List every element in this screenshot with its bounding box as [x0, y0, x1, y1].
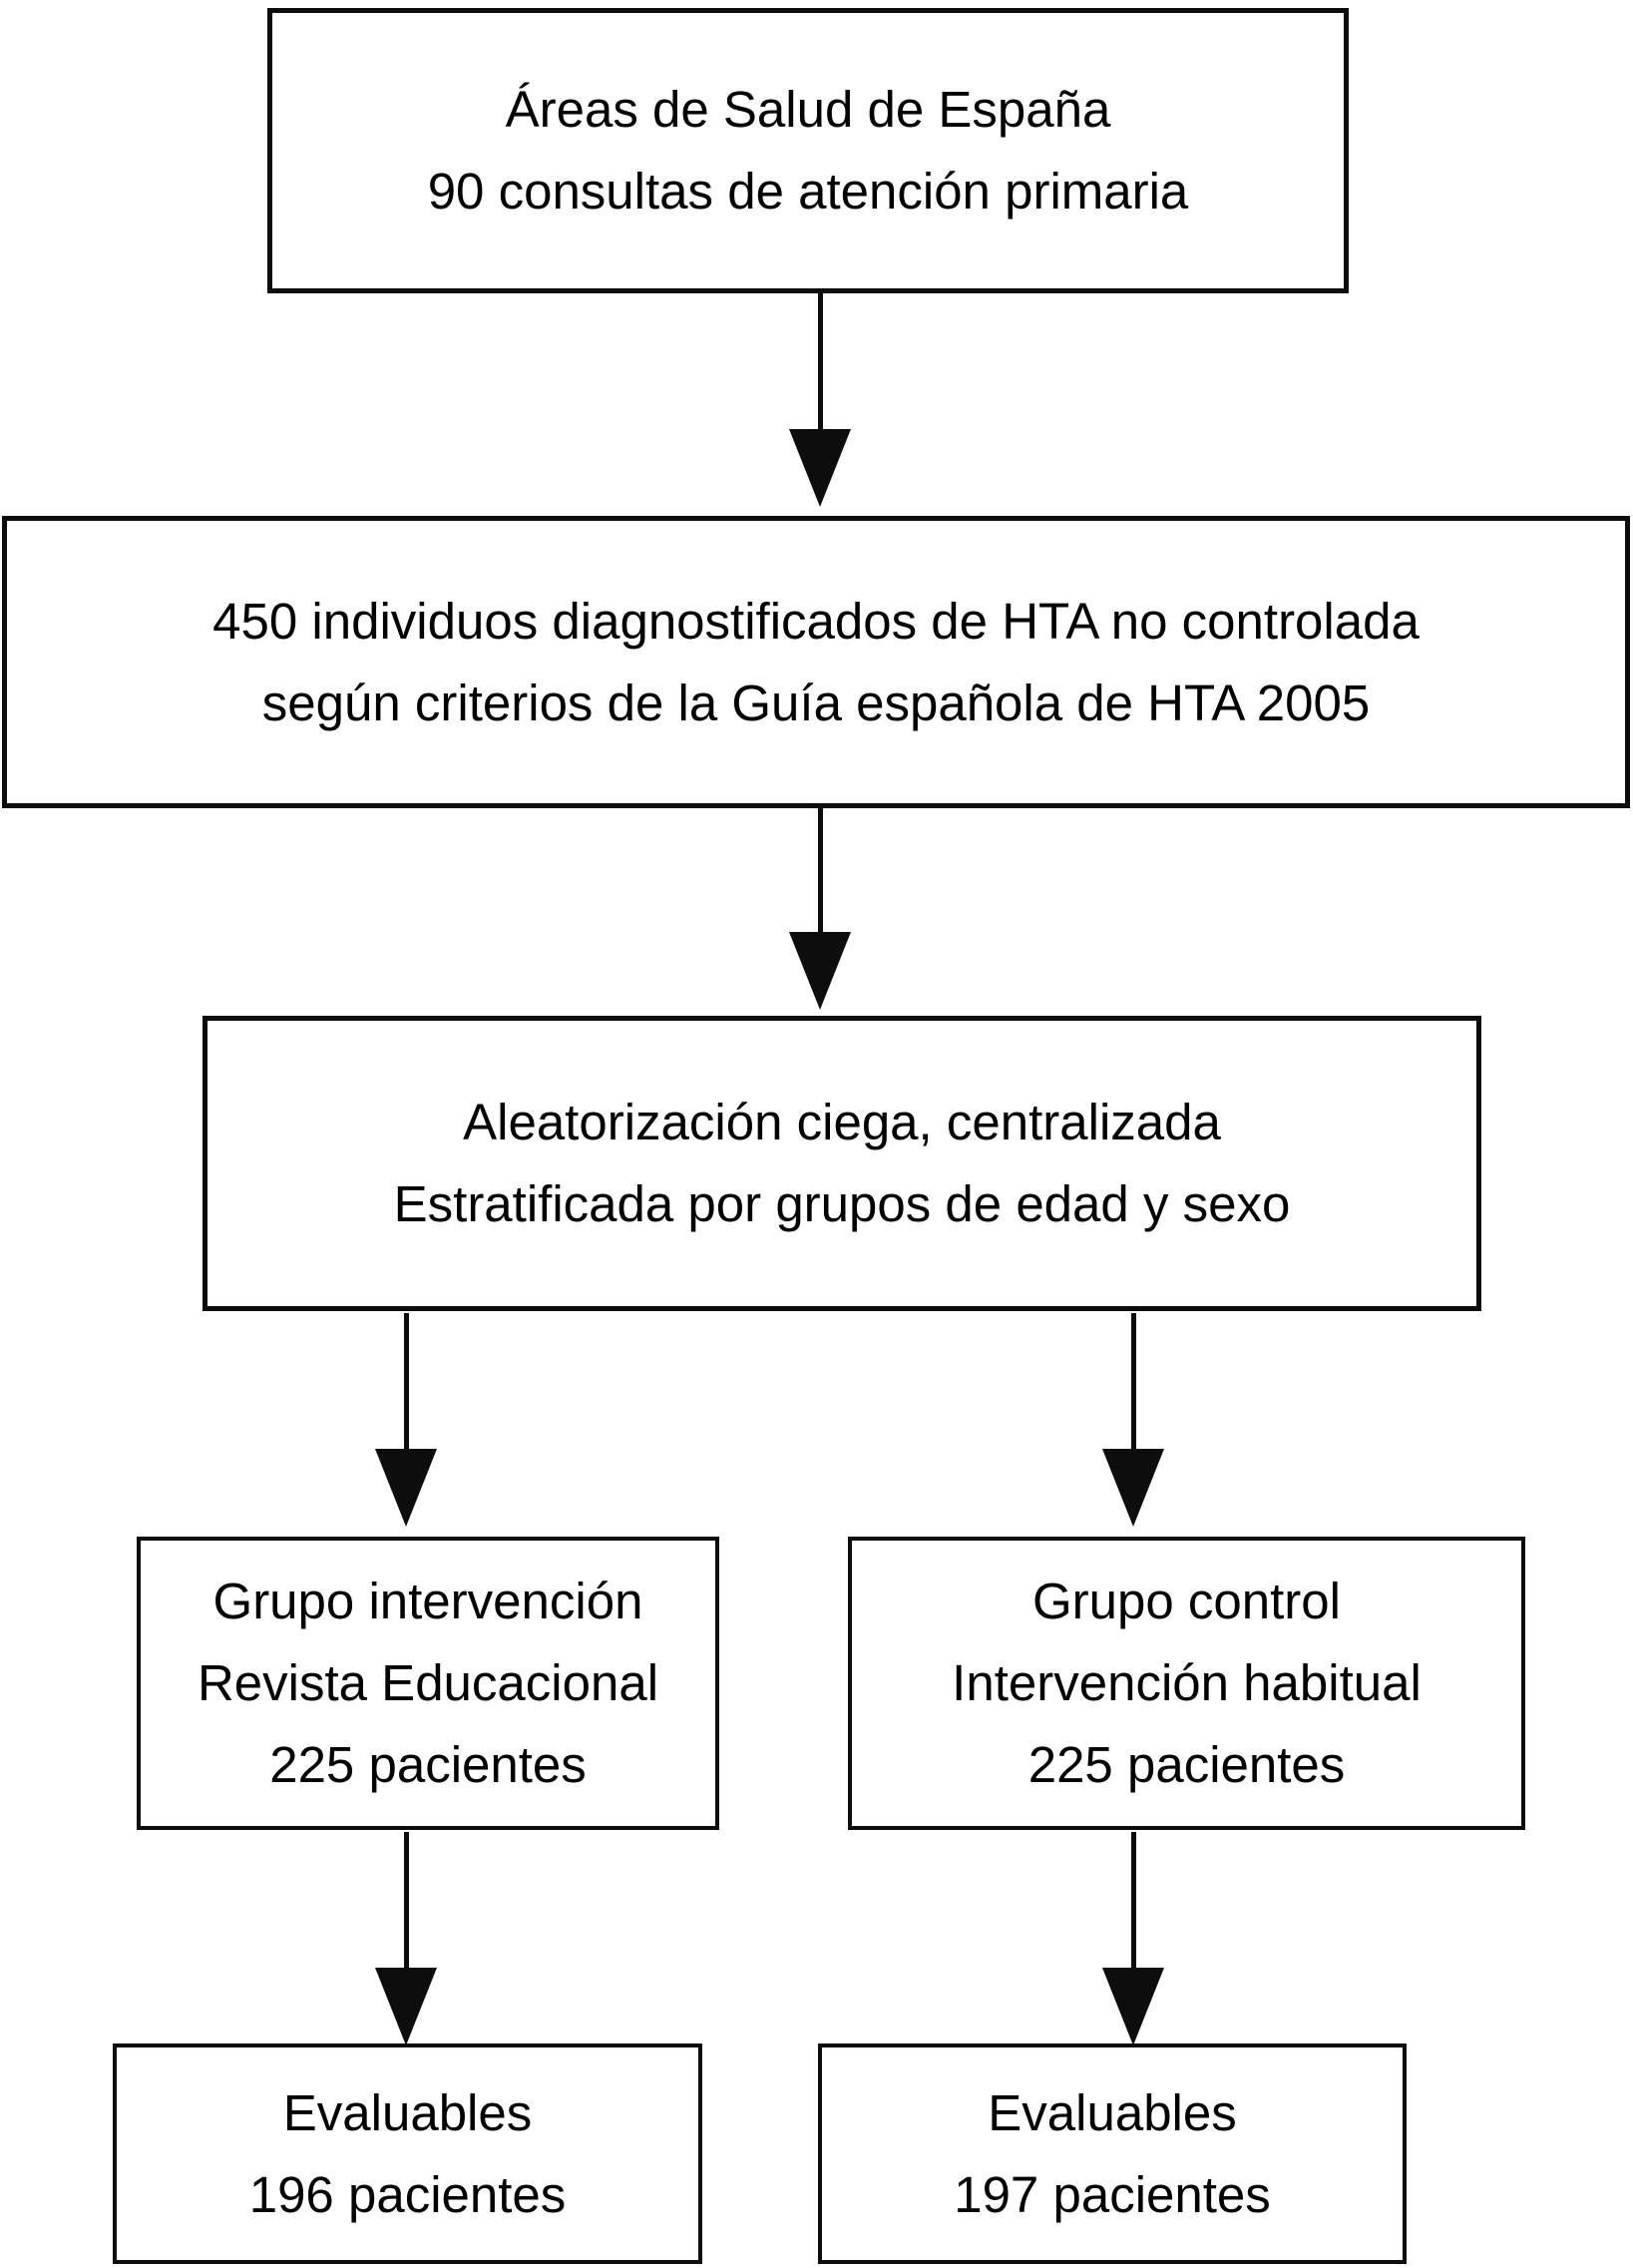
- node-grupo-control-line-2: Intervención habitual: [952, 1654, 1422, 1711]
- node-evaluables-intervencion-line-1: Evaluables: [282, 2083, 533, 2141]
- node-individuos-line-1: 450 individuos diagnostificados de HTA n…: [212, 592, 1420, 650]
- arrow-areas-to-individuos-shaft: [818, 293, 823, 433]
- arrow-control-to-evaluables-shaft: [1131, 1832, 1136, 1972]
- arrow-intervencion-to-evaluables-shaft: [404, 1832, 409, 1972]
- node-grupo-intervencion-line-3: 225 pacientes: [269, 1736, 587, 1793]
- node-evaluables-intervencion-line-2: 196 pacientes: [248, 2165, 567, 2223]
- node-evaluables-control-line-1: Evaluables: [988, 2083, 1237, 2141]
- arrow-down-icon: [375, 1968, 437, 2045]
- node-areas-line-1: Áreas de Salud de España: [505, 81, 1111, 138]
- node-grupo-intervencion-line-2: Revista Educacional: [197, 1654, 659, 1711]
- arrow-down-icon: [375, 1449, 437, 1527]
- node-grupo-control-line-3: 225 pacientes: [1027, 1736, 1346, 1793]
- node-aleatorizacion: Aleatorización ciega, centralizada Estra…: [203, 1016, 1481, 1311]
- arrow-down-icon: [789, 932, 851, 1010]
- node-areas-salud: Áreas de Salud de España 90 consultas de…: [267, 8, 1349, 293]
- arrow-individuos-to-aleatorizacion-shaft: [818, 808, 823, 936]
- arrow-down-icon: [1102, 1449, 1164, 1527]
- node-evaluables-control: Evaluables 197 pacientes: [818, 2043, 1407, 2264]
- node-individuos-diagnosticados: 450 individuos diagnostificados de HTA n…: [2, 516, 1630, 808]
- node-areas-line-2: 90 consultas de atención primaria: [427, 163, 1189, 220]
- node-individuos-line-2: según criterios de la Guía española de H…: [261, 674, 1371, 731]
- arrow-down-icon: [1102, 1968, 1164, 2045]
- node-aleatorizacion-line-2: Estratificada por grupos de edad y sexo: [393, 1175, 1291, 1232]
- node-grupo-intervencion-line-1: Grupo intervención: [212, 1573, 643, 1629]
- node-grupo-intervencion: Grupo intervención Revista Educacional 2…: [137, 1537, 719, 1830]
- node-evaluables-control-line-2: 197 pacientes: [954, 2165, 1271, 2223]
- arrow-aleatorizacion-to-control-shaft: [1131, 1313, 1136, 1453]
- node-grupo-control-line-1: Grupo control: [1032, 1573, 1341, 1629]
- node-evaluables-intervencion: Evaluables 196 pacientes: [113, 2043, 702, 2264]
- node-aleatorizacion-line-1: Aleatorización ciega, centralizada: [463, 1094, 1221, 1150]
- node-grupo-control: Grupo control Intervención habitual 225 …: [848, 1537, 1525, 1830]
- arrow-down-icon: [789, 429, 851, 507]
- arrow-aleatorizacion-to-intervencion-shaft: [404, 1313, 409, 1453]
